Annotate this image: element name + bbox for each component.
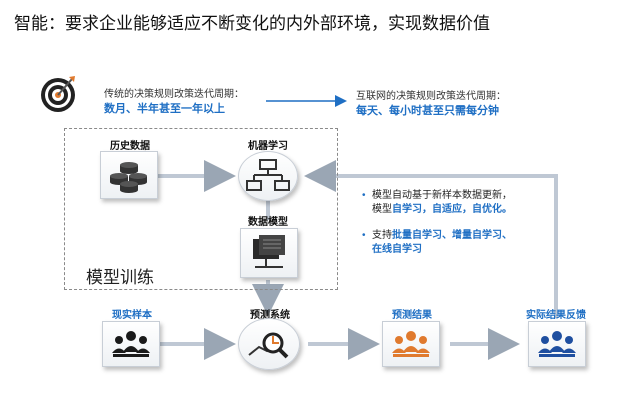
target-icon <box>38 73 78 113</box>
node-feedback <box>528 321 586 367</box>
node-result <box>382 321 440 367</box>
node-sample <box>102 321 160 367</box>
feature-bullets: 模型自动基于新样本数据更新， 模型自学习，自适应，自优化。 支持批量自学习、增量… <box>362 189 562 257</box>
node-predict <box>238 318 300 370</box>
node-predict-label: 预测系统 <box>250 310 290 321</box>
model-training-label: 模型训练 <box>86 268 154 287</box>
network-icon <box>246 159 290 191</box>
bullet-1-line-2-pre: 模型 <box>372 204 392 215</box>
traditional-cycle-value: 数月、半年甚至一年以上 <box>104 103 225 115</box>
bullet-auto-update: 模型自动基于新样本数据更新， 模型自学习，自适应，自优化。 <box>362 189 562 217</box>
node-feedback-label: 实际结果反馈 <box>526 310 586 321</box>
bullet-2-line-1-pre: 支持 <box>372 230 392 241</box>
traditional-cycle-label: 传统的决策规则改策迭代周期： <box>104 89 244 100</box>
node-ml <box>238 151 298 201</box>
node-model-label: 数据模型 <box>248 217 288 228</box>
page-title: 智能：要求企业能够适应不断变化的内外部环境，实现数据价值 <box>14 14 490 33</box>
node-ml-label: 机器学习 <box>248 141 288 152</box>
chart-magnifier-icon <box>248 332 289 359</box>
server-icon <box>253 235 285 268</box>
arrow-feedback-ml <box>304 160 558 318</box>
node-history <box>100 151 158 199</box>
bullet-1-line-2-bold: 自学习，自适应，自优化。 <box>392 204 512 215</box>
node-sample-label: 现实样本 <box>112 310 152 321</box>
model-training-frame <box>64 128 338 290</box>
people-orange-icon <box>392 331 430 357</box>
internet-cycle-label: 互联网的决策规则改策迭代周期： <box>356 91 506 102</box>
people-blue-icon <box>538 331 576 357</box>
people-icon <box>112 331 150 357</box>
node-result-label: 预测结果 <box>392 310 432 321</box>
database-icon <box>110 162 147 193</box>
node-history-label: 历史数据 <box>110 141 150 152</box>
node-model <box>240 228 298 278</box>
bullet-self-learning: 支持批量自学习、增量自学习、 在线自学习 <box>362 229 562 257</box>
bullet-1-line-1: 模型自动基于新样本数据更新， <box>372 190 512 201</box>
internet-cycle-value: 每天、每小时甚至只需每分钟 <box>356 105 499 117</box>
bullet-2-line-1-bold: 批量自学习、增量自学习、 <box>392 230 512 241</box>
bullet-2-line-2-bold: 在线自学习 <box>372 244 422 255</box>
